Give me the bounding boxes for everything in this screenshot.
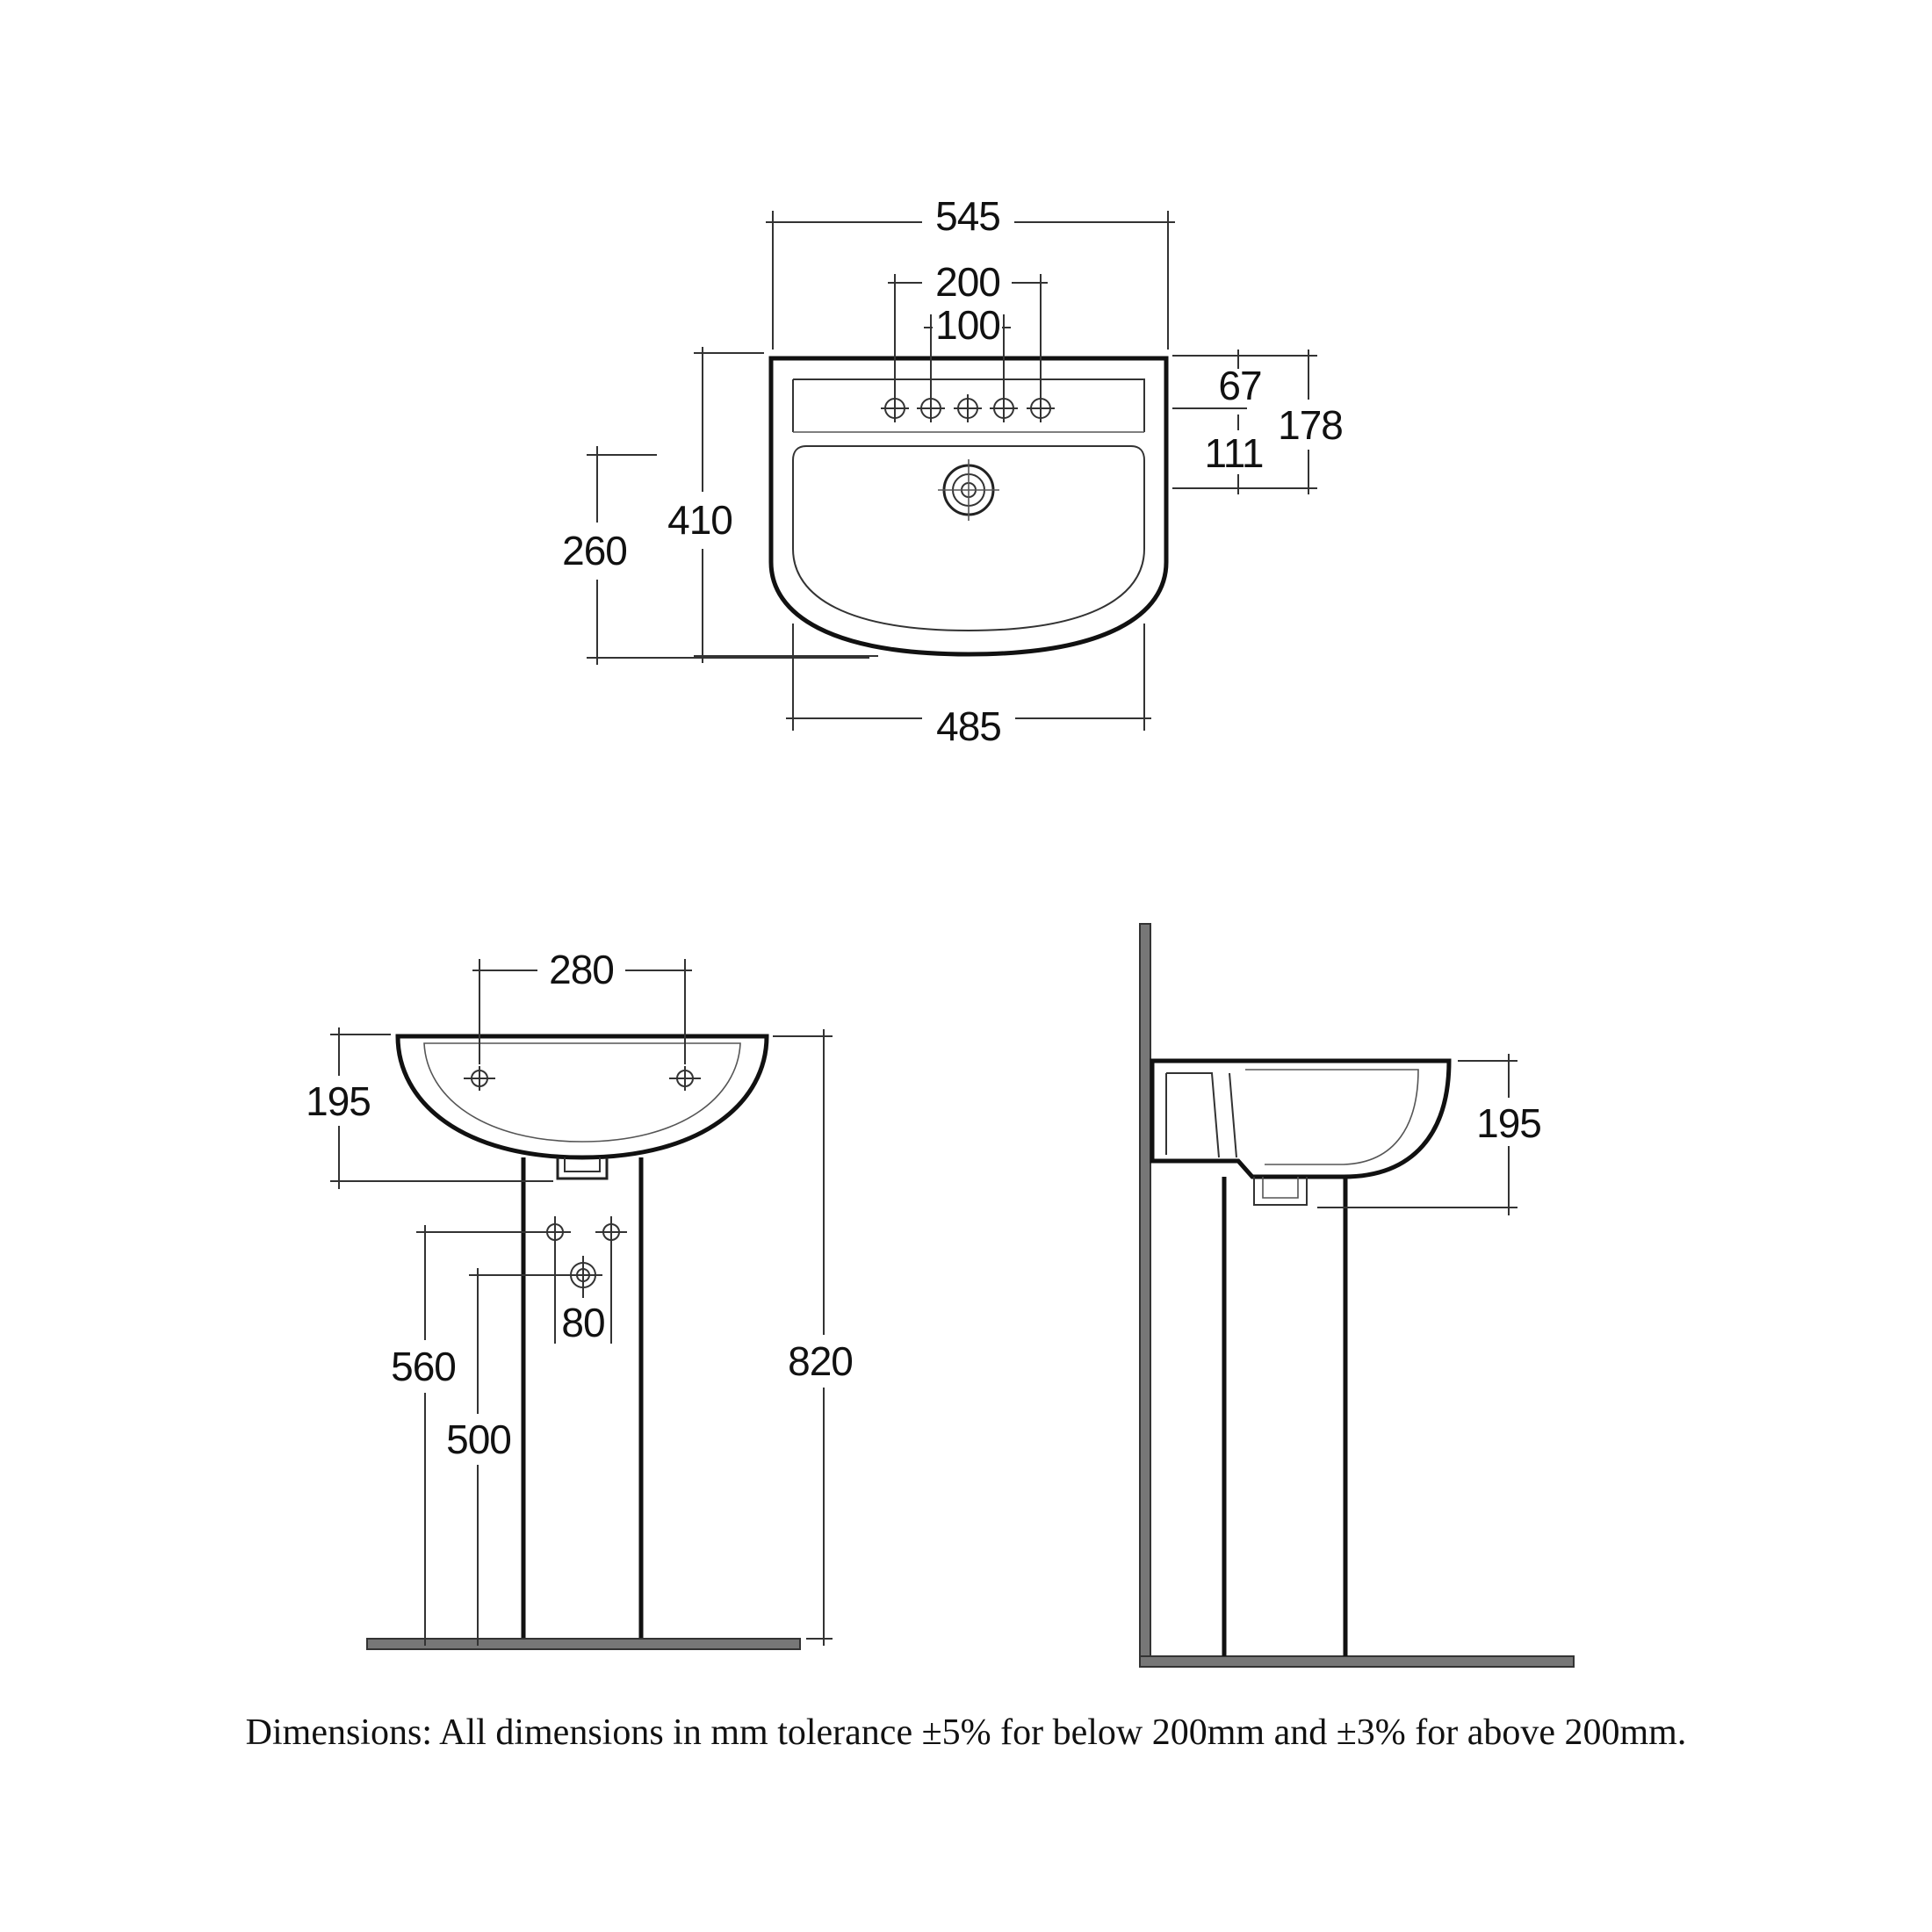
dim-500-lines	[469, 1268, 567, 1646]
waste-hole-icon	[564, 1256, 602, 1298]
basin-outline-top	[768, 356, 1169, 657]
supply-hole-icon	[595, 1216, 627, 1248]
waste-outlet-icon	[938, 459, 999, 521]
tap-hole-icon	[881, 394, 909, 422]
side-view: 195	[1139, 923, 1575, 1668]
floor-side	[1139, 1655, 1575, 1668]
basin-back-block	[1165, 1072, 1237, 1158]
dim-80-lines	[554, 1247, 612, 1344]
dim-280-lines	[472, 959, 692, 1064]
dim-basin-height-side: 195	[1476, 1100, 1541, 1146]
waste-trap-side-inner	[1262, 1177, 1299, 1199]
tolerance-note: Dimensions: All dimensions in mm toleran…	[246, 1712, 1687, 1753]
supply-hole-icons	[539, 1216, 627, 1248]
dim-waste-height: 500	[446, 1417, 511, 1462]
dim-back-to-tap: 67	[1218, 363, 1261, 408]
dim-supply-height: 560	[391, 1344, 456, 1389]
waste-trap-side	[1253, 1177, 1308, 1206]
dim-fixing-centres: 280	[549, 947, 614, 992]
tap-hole-icons	[881, 394, 1055, 422]
top-view: 545 200 100 67 17	[562, 193, 1344, 749]
dim-bowl-depth: 260	[562, 528, 627, 573]
dim-560-lines	[416, 1225, 541, 1646]
dim-410-lines	[694, 347, 878, 663]
dim-260-lines	[587, 446, 869, 665]
basin-outline-front	[395, 1034, 769, 1160]
tap-hole-icon	[917, 394, 945, 422]
dim-820-lines	[773, 1029, 833, 1646]
dim-supply-centres: 80	[561, 1300, 604, 1345]
dim-back-to-waste: 178	[1278, 402, 1343, 448]
dim-485-lines	[786, 624, 1151, 731]
dim-bowl-width: 485	[936, 703, 1001, 749]
fixing-hole-icon	[464, 1066, 495, 1091]
basin-inner-front	[423, 1042, 741, 1143]
dim-tap-span-outer: 200	[935, 259, 1000, 305]
dim-100-lines	[924, 314, 1011, 395]
inner-bowl	[792, 445, 1145, 632]
dim-tap-to-waste: 111	[1205, 430, 1264, 476]
tap-ledge	[793, 378, 1145, 432]
dim-545-lines	[766, 211, 1175, 350]
dim-basin-height-front: 195	[306, 1078, 371, 1124]
dim-195-side-lines	[1317, 1054, 1517, 1215]
front-view: 280 195 820 560 500	[306, 947, 854, 1650]
dim-tap-span-inner: 100	[935, 302, 1000, 348]
dim-right-lines	[1172, 350, 1317, 494]
waste-trap-front	[556, 1157, 609, 1180]
dim-pedestal-height: 820	[788, 1338, 853, 1384]
dim-195-front-lines	[330, 1027, 553, 1189]
fixing-hole-icon	[669, 1066, 701, 1091]
waste-trap-front-inner	[564, 1157, 601, 1172]
dim-200-lines	[888, 274, 1048, 395]
basin-inner-side	[1245, 1069, 1419, 1165]
tap-hole-icon	[990, 394, 1018, 422]
fixing-hole-icons	[464, 1066, 701, 1091]
wall-side	[1139, 923, 1151, 1657]
dim-overall-width: 545	[935, 193, 1000, 239]
dim-overall-depth: 410	[667, 497, 732, 543]
floor-front	[366, 1638, 801, 1650]
supply-hole-icon	[539, 1216, 571, 1248]
basin-outline-side	[1150, 1058, 1452, 1179]
tap-hole-icon	[1027, 394, 1055, 422]
tap-hole-icon	[954, 394, 982, 422]
